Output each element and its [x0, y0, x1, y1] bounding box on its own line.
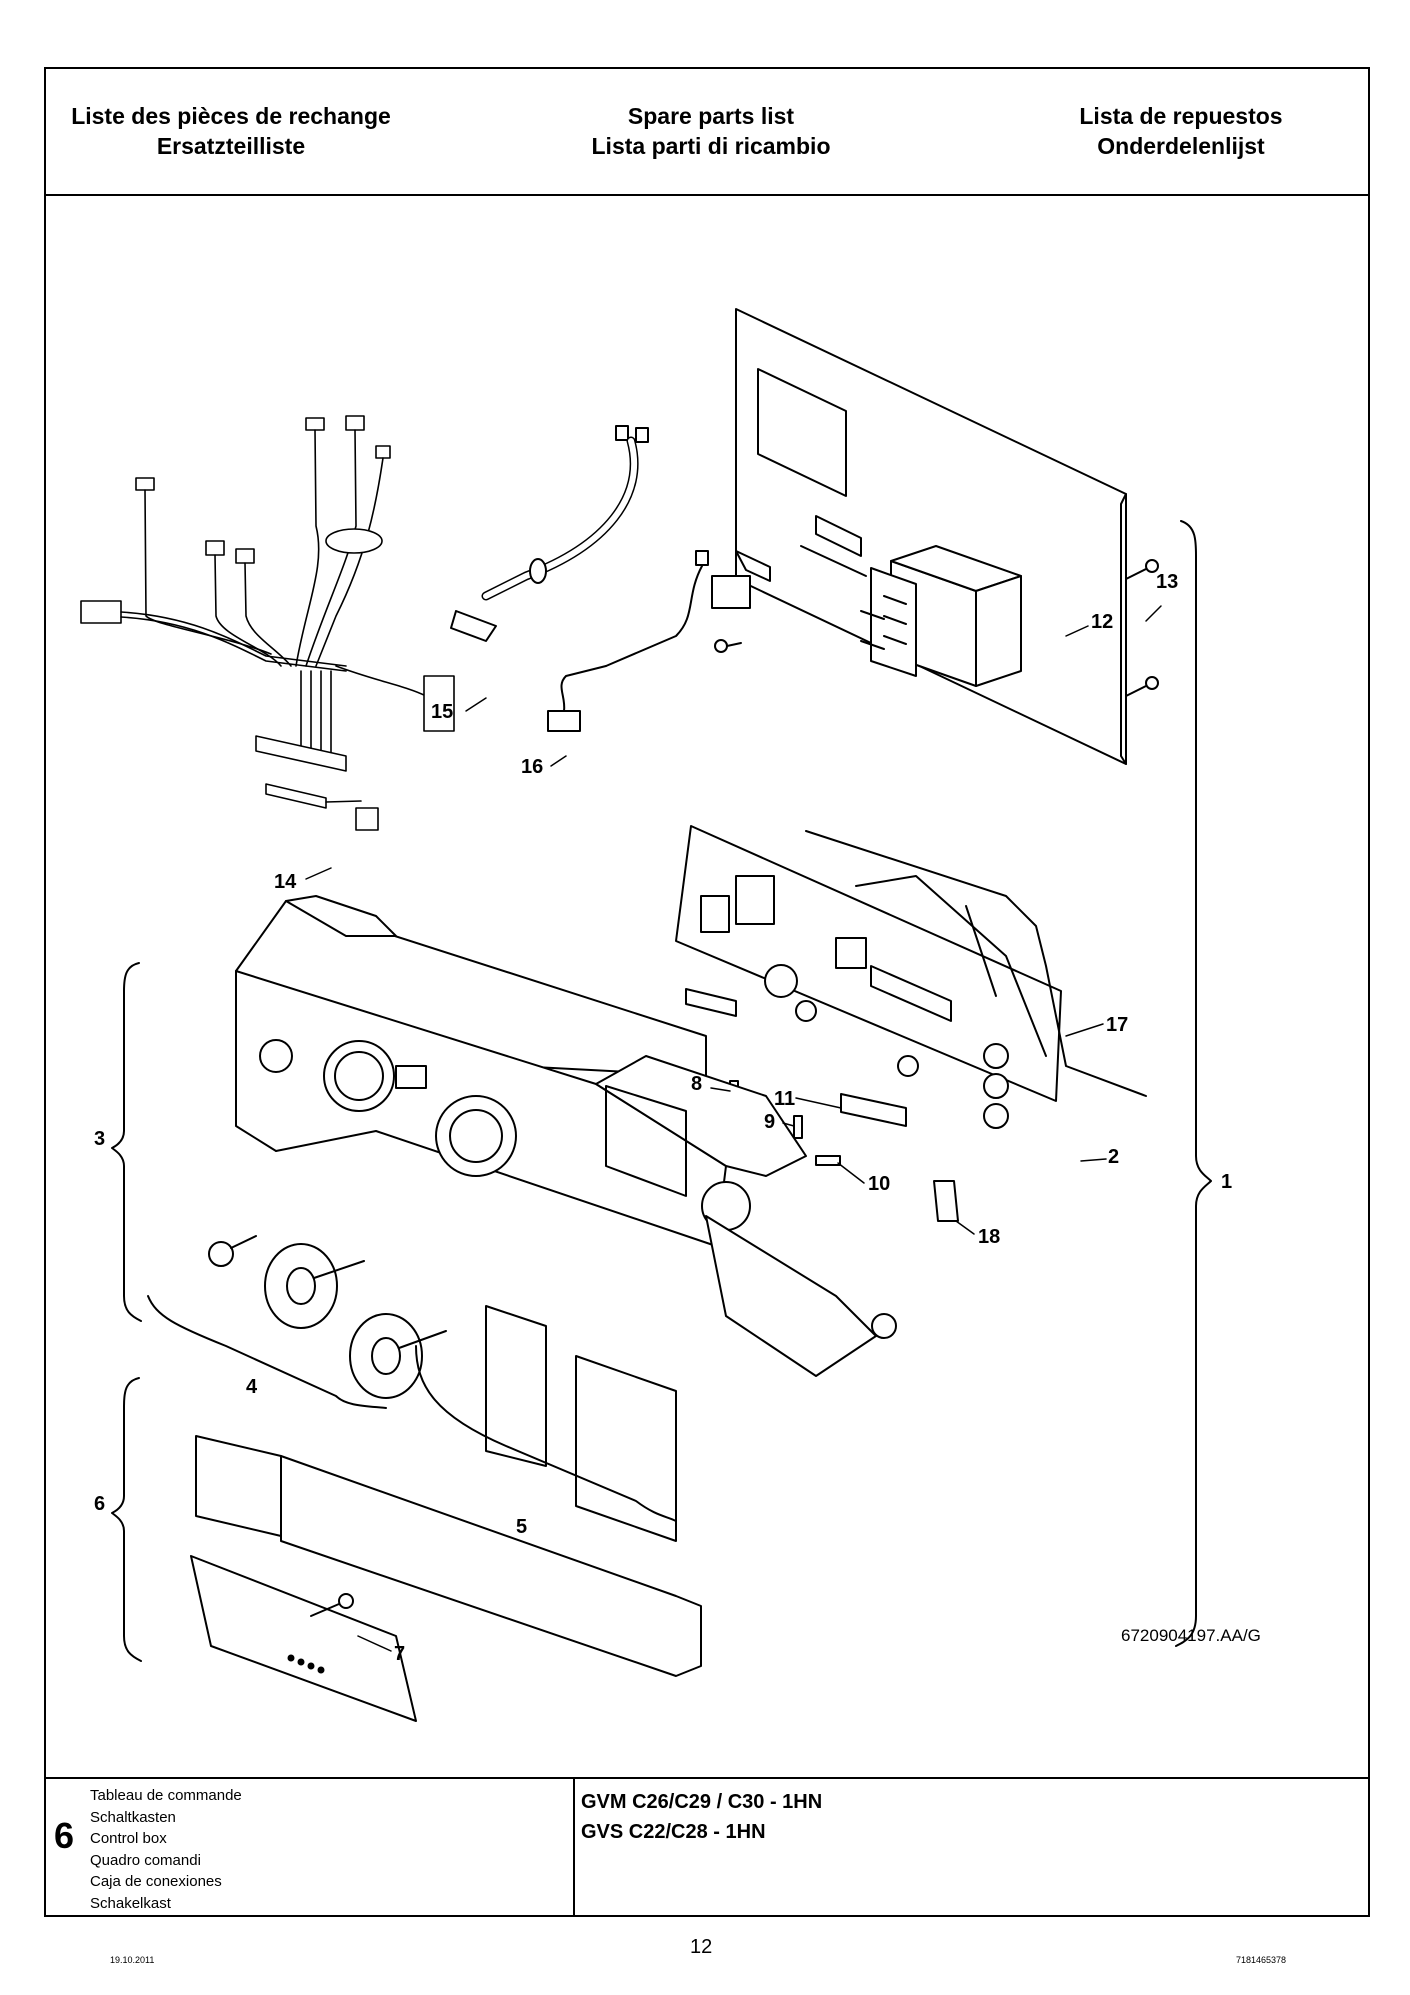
ref-14: 14 [274, 871, 297, 893]
title-fr-de: Liste des pièces de rechange Ersatzteill… [56, 101, 406, 161]
title-es-nl: Lista de repuestos Onderdelenlijst [1006, 101, 1356, 161]
exploded-drawing: 13 12 15 16 14 17 8 11 9 3 2 10 1 18 4 6… [46, 196, 1368, 1782]
model-gvs: GVS C22/C28 - 1HN [581, 1821, 766, 1843]
ref-17: 17 [1106, 1014, 1129, 1036]
ref-9: 9 [764, 1111, 776, 1133]
ref-15: 15 [431, 701, 454, 723]
labels-5 [485, 1305, 677, 1542]
ref-12: 12 [1091, 611, 1114, 633]
name-de: Schaltkasten [90, 1808, 176, 1826]
ref-5: 5 [516, 1516, 528, 1538]
pcb-frame [805, 830, 1147, 1097]
title-de: Ersatzteilliste [156, 133, 306, 159]
document-code: 7181465378 [1236, 1955, 1287, 1965]
leader-lines [305, 605, 1162, 1652]
name-fr: Tableau de commande [90, 1787, 242, 1804]
control-box-housing [235, 895, 897, 1377]
ref-1: 1 [1221, 1171, 1233, 1193]
name-it: Quadro comandi [90, 1851, 201, 1869]
page-frame: Liste des pièces de rechange Ersatzteill… [44, 67, 1370, 1917]
ref-6: 6 [94, 1493, 106, 1515]
title-header: Liste des pièces de rechange Ersatzteill… [46, 69, 1368, 196]
exploded-view-svg [80, 308, 1212, 1722]
footer-box: 6 Tableau de commande Schaltkasten Contr… [46, 1777, 1368, 1915]
title-fr: Liste des pièces de rechange [71, 103, 391, 129]
ref-13: 13 [1156, 571, 1179, 593]
ref-10: 10 [868, 1173, 891, 1195]
ref-11: 11 [774, 1088, 796, 1110]
screw-13 [1125, 559, 1159, 697]
footer-divider [573, 1779, 575, 1915]
front-cover [190, 1435, 702, 1722]
name-en: Control box [90, 1830, 167, 1847]
title-en: Spare parts list [627, 103, 795, 129]
wiring-harness [80, 415, 455, 831]
section-names: Tableau de commande Schaltkasten Control… [90, 1785, 242, 1914]
transformer [860, 545, 1022, 687]
ref-4: 4 [246, 1376, 258, 1398]
title-es: Lista de repuestos [1079, 103, 1283, 129]
model-list: GVM C26/C29 / C30 - 1HN GVS C22/C28 - 1H… [581, 1787, 822, 1847]
figure-id: 6720904197.AA/G [1121, 1626, 1261, 1645]
ref-8: 8 [691, 1073, 703, 1095]
ref-18: 18 [978, 1226, 1001, 1248]
ref-2: 2 [1108, 1146, 1120, 1168]
name-es: Caja de conexiones [90, 1873, 222, 1890]
chapter-number: 6 [53, 1815, 75, 1856]
title-it: Lista parti di ricambio [591, 133, 831, 159]
ref-16: 16 [521, 756, 544, 778]
ref-3: 3 [94, 1128, 106, 1150]
title-nl: Onderdelenlijst [1097, 133, 1265, 159]
knobs [208, 1235, 447, 1399]
print-date: 19.10.2011 [110, 1955, 155, 1965]
back-plate [735, 308, 1127, 765]
ref-7: 7 [394, 1643, 406, 1665]
control-pcb [675, 825, 1062, 1129]
page-number: 12 [690, 1936, 713, 1958]
model-gvm: GVM C26/C29 / C30 - 1HN [581, 1791, 823, 1813]
valve-cable [450, 425, 649, 642]
cable-16 [547, 550, 751, 732]
title-en-it: Spare parts list Lista parti di ricambio [536, 101, 886, 161]
group-brackets [111, 520, 1212, 1662]
name-nl: Schakelkast [90, 1894, 171, 1912]
